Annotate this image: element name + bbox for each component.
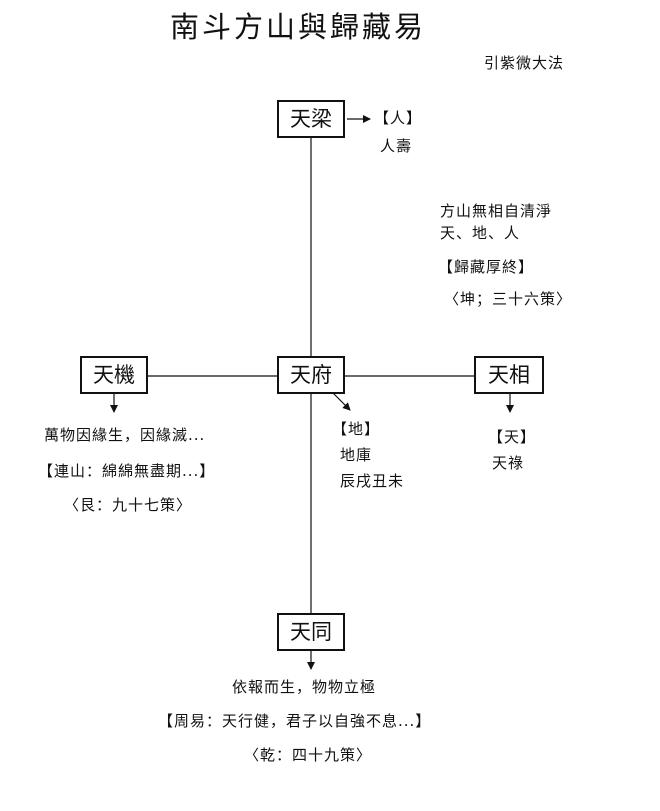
center-node-arrow: [332, 392, 351, 411]
left-note-line3: 〈艮：九十七策〉: [64, 496, 193, 514]
node-tianfu: 天府: [277, 356, 345, 394]
bottom-note-line2: 【周易：天行健，君子以自強不息...】: [158, 712, 432, 730]
right-node-note-line1: 【天】: [488, 428, 537, 446]
center-note-line2: 地庫: [340, 446, 373, 464]
diagram-subtitle: 引紫微大法: [484, 54, 565, 72]
center-note-line1: 【地】: [332, 420, 381, 438]
diagram-title: 南斗方山與歸藏易: [170, 10, 427, 44]
bottom-note-line1: 依報而生，物物立極: [232, 678, 377, 696]
node-tianji: 天機: [80, 356, 148, 394]
right-note-line3: 【歸藏厚終】: [438, 258, 535, 276]
left-note-line1: 萬物因緣生，因緣滅...: [44, 426, 206, 444]
node-tiantong: 天同: [277, 613, 345, 651]
top-annotation-text: 人壽: [380, 137, 413, 155]
center-note-line3: 辰戌丑未: [340, 472, 405, 490]
left-note-line2: 【連山：綿綿無盡期...】: [38, 462, 216, 480]
top-annotation-bracket: 【人】: [374, 109, 423, 127]
right-note-line1: 方山無相自清淨: [440, 202, 553, 220]
node-tianliang: 天梁: [277, 100, 345, 138]
node-tianxiang: 天相: [474, 356, 544, 394]
right-node-note-line2: 天祿: [492, 454, 525, 472]
right-note-line2: 天、地、人: [440, 224, 521, 242]
bottom-note-line3: 〈乾：四十九策〉: [244, 746, 373, 764]
right-note-line4: 〈坤；三十六策〉: [444, 290, 573, 308]
